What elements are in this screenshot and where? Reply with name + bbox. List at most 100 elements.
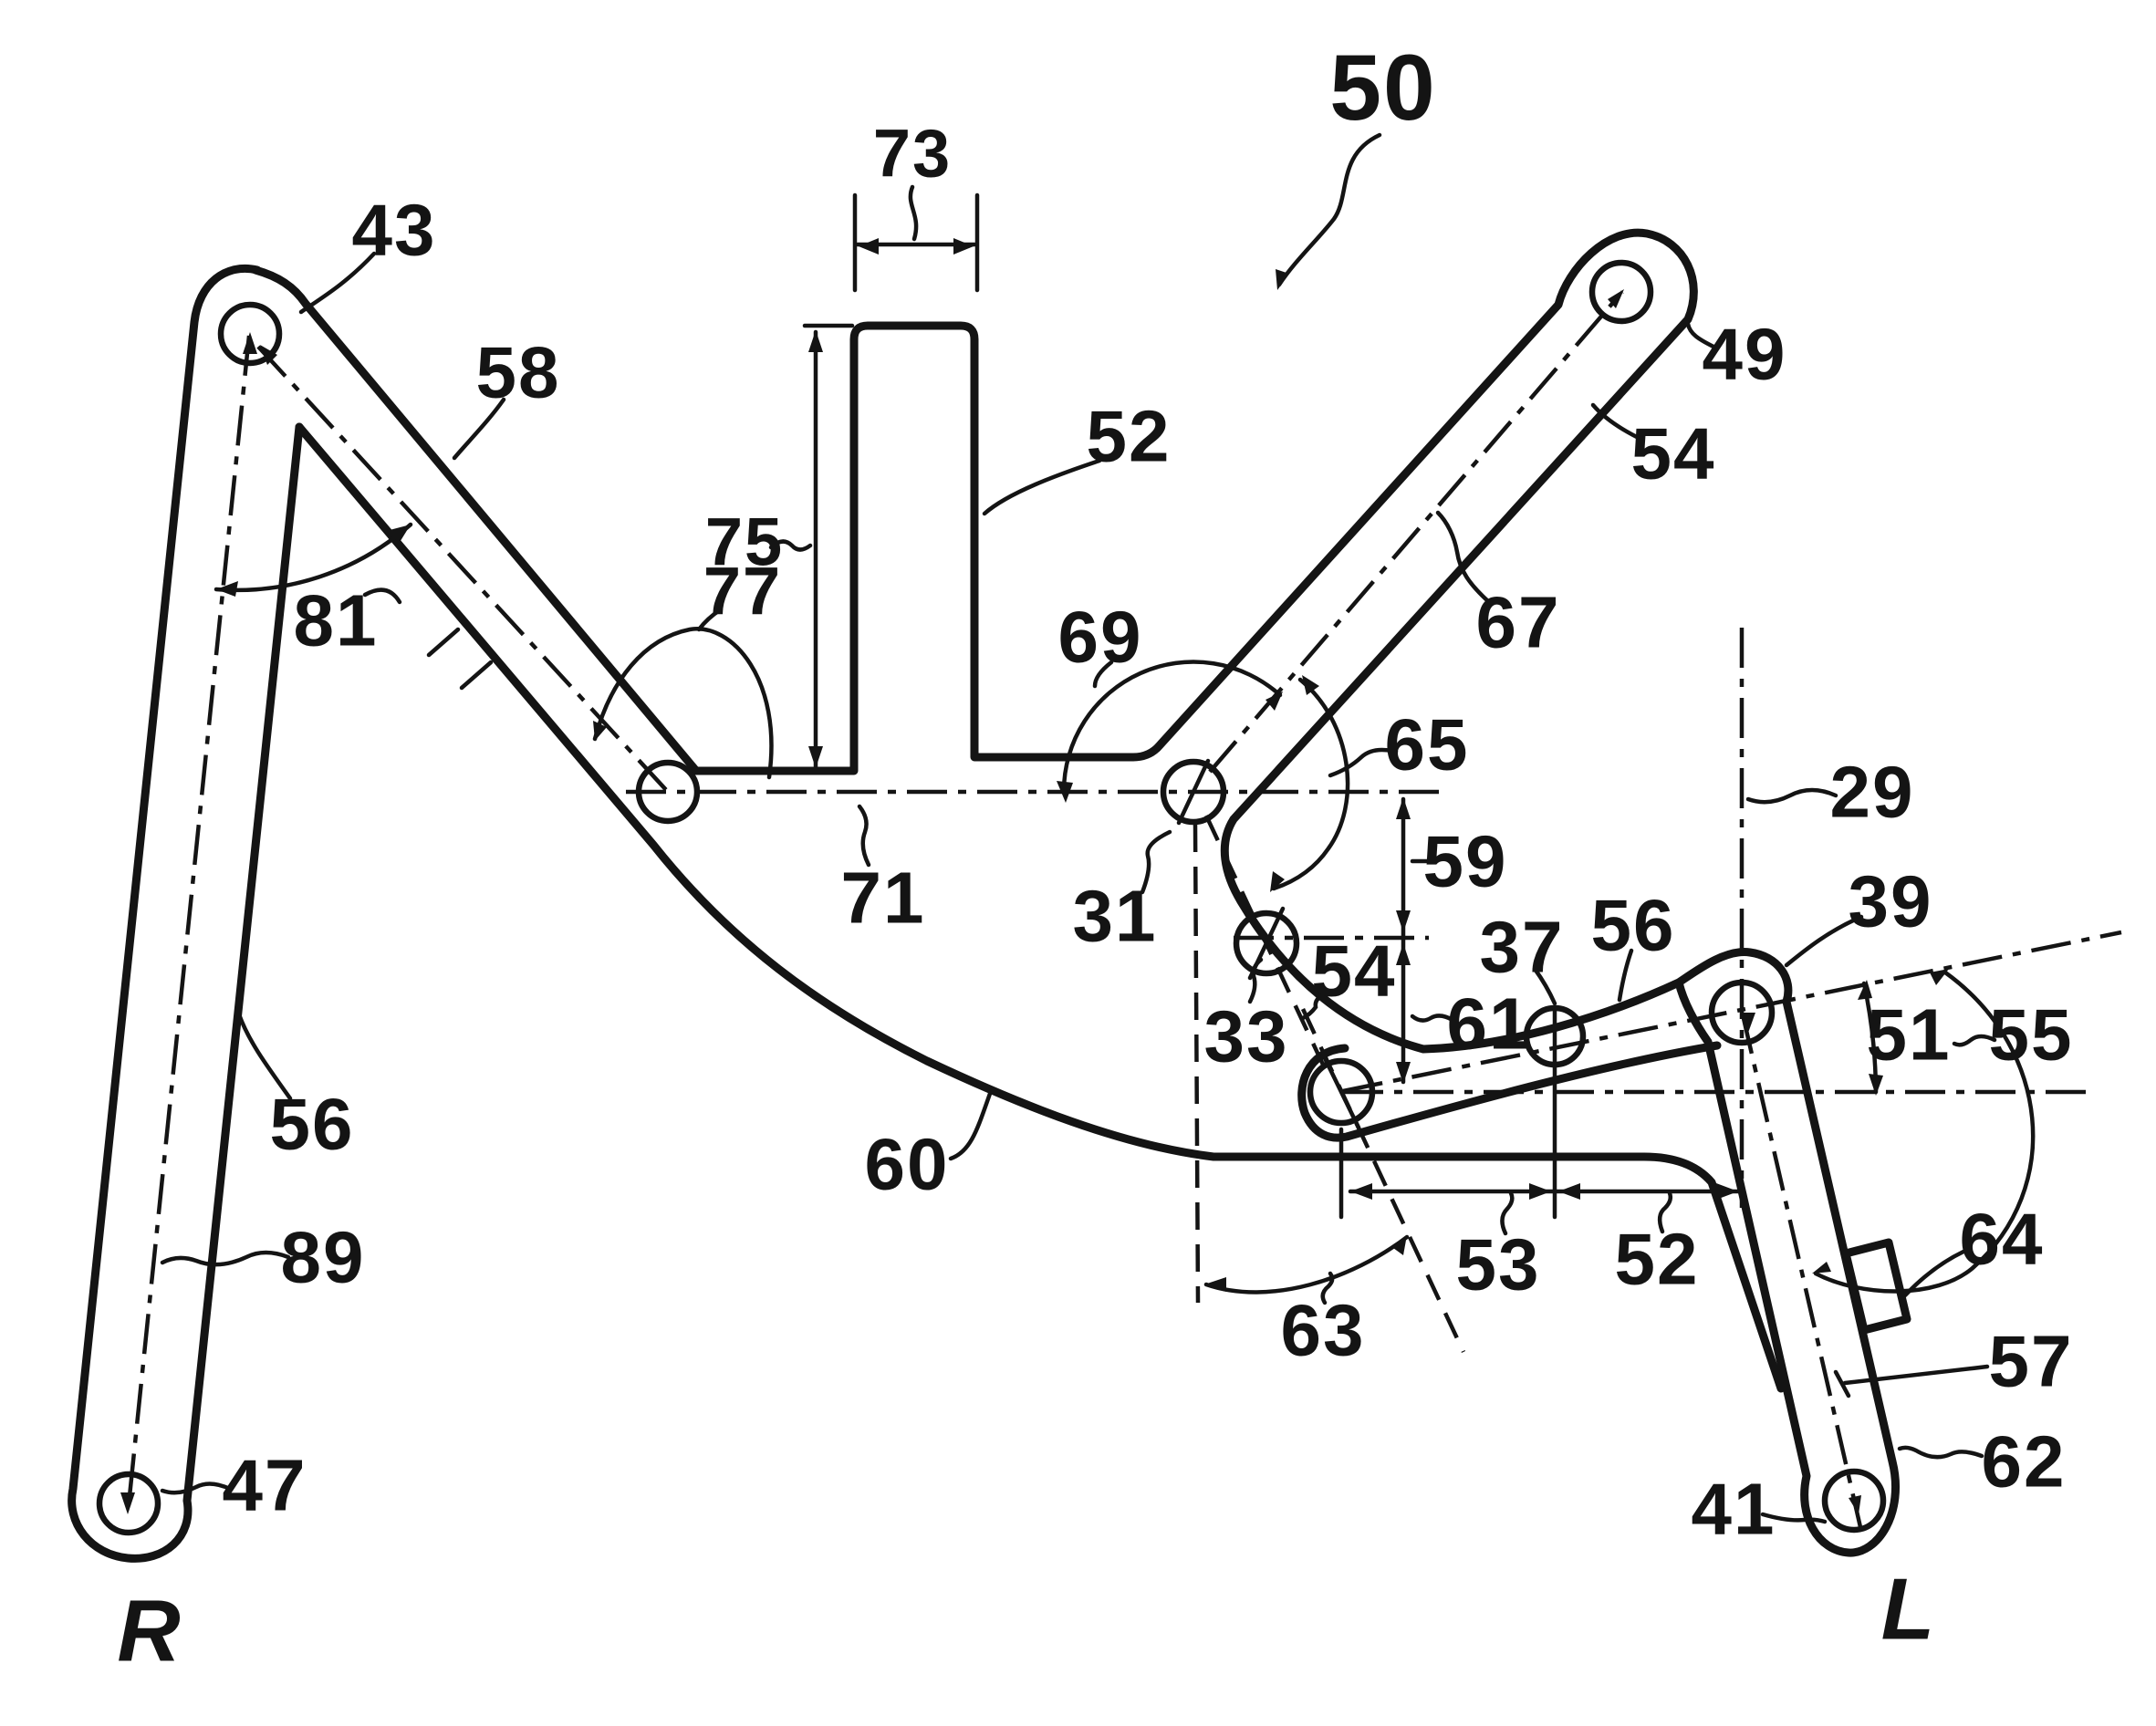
tilted-axis-63	[1300, 1008, 1466, 1353]
leader-61	[1410, 1014, 1455, 1023]
leader-67	[1435, 510, 1492, 605]
ref-label-57: 57	[1989, 1321, 2074, 1402]
ref-label-75: 75	[705, 504, 784, 580]
leader-52-bottom	[1657, 1191, 1673, 1234]
ref-label-50: 50	[1329, 36, 1436, 140]
ref-label-73: 73	[873, 116, 952, 192]
tab-64	[1841, 1238, 1911, 1335]
leader-77	[696, 607, 724, 632]
ref-label-29: 29	[1830, 752, 1915, 833]
pivot-41-circle	[1821, 1468, 1887, 1534]
ref-label-81: 81	[294, 580, 379, 661]
leader-47	[160, 1482, 233, 1495]
ref-label-62: 62	[1982, 1421, 2067, 1502]
axis-link-56	[1342, 930, 2122, 1094]
leader-60	[948, 1088, 994, 1161]
ref-63-vertical	[1193, 824, 1201, 1304]
leader-58	[452, 397, 506, 461]
axis-arm-58	[256, 345, 670, 794]
plate-post-arms-outline	[251, 228, 1900, 1557]
ref-label-63: 63	[1281, 1290, 1366, 1371]
ref-label-89: 89	[281, 1217, 366, 1298]
ref-label-69: 69	[1058, 597, 1143, 678]
leader-50	[1276, 132, 1382, 287]
leader-31	[1140, 829, 1172, 895]
ref-label-67: 67	[1476, 582, 1561, 663]
leader-54-mid	[1300, 990, 1330, 1021]
leader-89	[160, 1250, 291, 1267]
ref-label-43: 43	[352, 190, 437, 271]
leader-54-top	[1590, 402, 1645, 442]
leader-56-right	[1617, 948, 1634, 1003]
ref-label-65: 65	[1385, 704, 1470, 785]
arc-81	[214, 522, 413, 593]
ref-label-47: 47	[223, 1445, 307, 1526]
plate-bottom-edge	[295, 422, 1786, 1393]
leader-63	[1320, 1271, 1335, 1305]
ref-label-77: 77	[703, 554, 782, 629]
pivot-47-circle	[96, 1471, 161, 1536]
arc-69	[1061, 660, 1283, 795]
ref-label-61: 61	[1447, 983, 1532, 1065]
ref-label-64: 64	[1960, 1199, 2045, 1280]
ref-label-54-top: 54	[1631, 413, 1716, 494]
ref-label-54-mid: 54	[1312, 931, 1397, 1012]
leader-75	[768, 539, 813, 552]
leader-52-top	[982, 458, 1102, 516]
arc-65	[1271, 677, 1350, 891]
ref-label-53: 53	[1456, 1224, 1541, 1305]
ref-label-L: L	[1881, 1561, 1937, 1658]
arc-77	[592, 627, 774, 780]
joint-33-circle	[1233, 910, 1300, 977]
arrowheads	[120, 238, 1949, 1514]
leader-81	[362, 587, 402, 605]
ref-label-31: 31	[1073, 876, 1158, 957]
leader-49	[1685, 321, 1716, 349]
ref-label-60: 60	[865, 1124, 950, 1205]
leader-37	[1532, 966, 1557, 1006]
leader-62	[1897, 1445, 1984, 1460]
axis-arm-r	[126, 335, 252, 1506]
ref-label-59: 59	[1423, 821, 1508, 902]
arm-r-outline	[68, 265, 304, 1563]
leader-71	[857, 804, 871, 868]
leader-57	[1833, 1364, 1990, 1398]
link-56-outline	[1297, 1041, 1722, 1142]
ref-label-R: R	[117, 1583, 182, 1680]
ref-label-41: 41	[1692, 1469, 1776, 1550]
pivot-43-circle	[217, 301, 283, 367]
ref-label-33: 33	[1204, 996, 1289, 1077]
ref-label-49: 49	[1703, 314, 1787, 395]
leader-41	[1760, 1512, 1828, 1524]
leader-65	[1328, 747, 1399, 778]
axis-arm-l	[1740, 1014, 1863, 1528]
leader-29	[1745, 787, 1838, 805]
leader-53	[1500, 1191, 1515, 1236]
tick-79-a	[426, 627, 461, 658]
leader-lines	[160, 132, 1997, 1524]
ref-label-52-bottom: 52	[1615, 1219, 1700, 1300]
ref-label-51: 51	[1867, 994, 1952, 1076]
ref-labels: 43 50 73 58 52 75 49 54 67 81 77 69 65 29 71 31 59 39 37 56…	[117, 36, 2074, 1680]
ref-label-56-left: 56	[270, 1084, 355, 1165]
ref-label-37: 37	[1480, 907, 1565, 988]
leader-33	[1247, 957, 1264, 1004]
leader-39	[1784, 914, 1864, 968]
arc-55	[1813, 970, 2036, 1294]
ref-label-58: 58	[476, 332, 561, 413]
arc-63	[1203, 1234, 1410, 1294]
leader-55	[1952, 1034, 1997, 1047]
ref-label-52-top: 52	[1087, 396, 1172, 477]
mechanism-outlines	[68, 228, 1911, 1563]
ref-label-56-right: 56	[1591, 885, 1676, 966]
leader-43	[298, 251, 377, 315]
leader-56-left	[236, 1012, 293, 1101]
tick-79-b	[459, 660, 494, 691]
ref-label-39: 39	[1849, 861, 1933, 942]
dim-73-ticks	[852, 192, 980, 293]
leader-73	[908, 184, 919, 242]
leader-64	[1902, 1249, 1966, 1298]
pivot-49-circle	[1588, 259, 1654, 325]
ref-label-71: 71	[841, 858, 926, 939]
